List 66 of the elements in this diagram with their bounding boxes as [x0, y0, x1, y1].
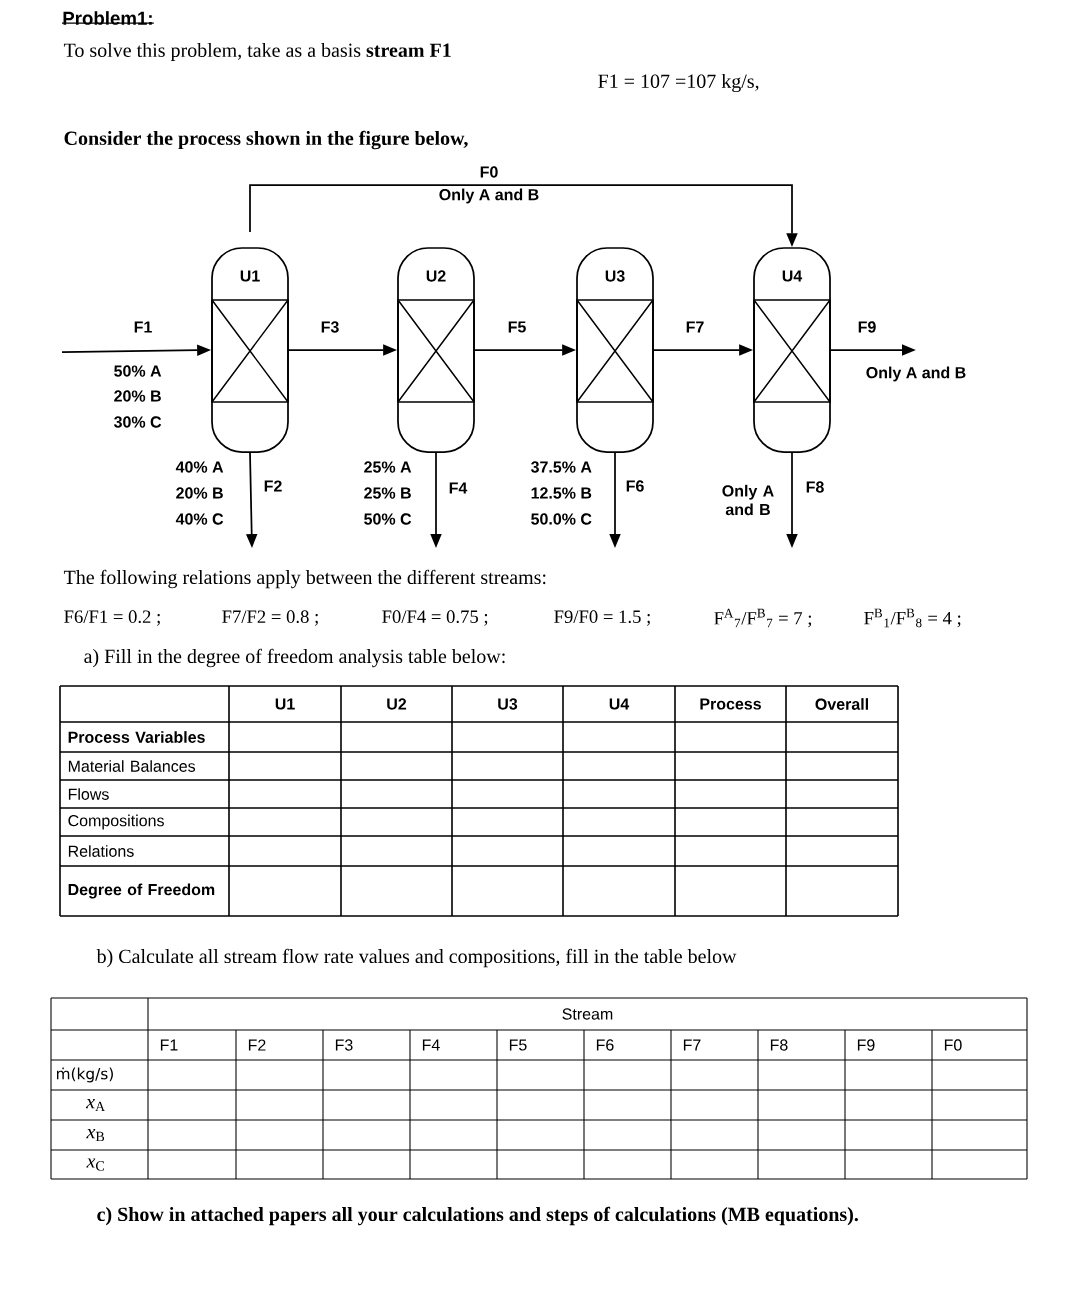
row-header: x$_{A}$ [85, 1099, 106, 1112]
column-header: U4 [609, 698, 630, 710]
stream-label: F5 [506, 320, 528, 334]
relation-formula: F$^{A}$$_{7}$/F$^{B}$$_{7}$ = 7 ; [714, 608, 812, 628]
column-header: U1 [275, 698, 295, 710]
composition-label: 12.5% B [531, 487, 592, 499]
column-header: F3 [335, 1039, 353, 1051]
column-header: F2 [248, 1039, 266, 1051]
column-header: Overall [815, 698, 868, 710]
row-header: ṁ(kg/s) [57, 1067, 113, 1083]
stream-label: F3 [319, 320, 341, 334]
column-header: F1 [160, 1039, 178, 1051]
relation-formula: F7/F2 = 0.8 ; [222, 610, 318, 626]
column-vessel: U2 [397, 247, 475, 453]
instruction-text: To solve this problem, take as a basis stream F1 [63, 42, 451, 62]
relation-formula: F$^{B}$$_{1}$/F$^{B}$$_{8}$ = 4 ; [864, 608, 961, 628]
problem-title: Problem1: [61, 11, 155, 25]
composition-label: 30% C [114, 416, 162, 428]
column-vessel: U4 [753, 247, 831, 453]
column-vessel: U1 [211, 247, 289, 453]
relation-formula: F6/F1 = 0.2 ; [64, 610, 160, 626]
stream-label: F2 [262, 479, 284, 493]
composition-label: 25% B [364, 487, 411, 499]
row-header: Compositions [68, 814, 164, 830]
row-header: x$_{B}$ [86, 1128, 105, 1142]
stream-label: F7 [684, 320, 706, 334]
column-header: U2 [387, 698, 407, 710]
row-header: Relations [68, 845, 134, 857]
composition-label: 20% B [114, 390, 161, 402]
stream-label: F1 [132, 320, 154, 334]
column-header: F8 [770, 1039, 788, 1051]
stream-note: Only A and B [866, 366, 966, 382]
column-header: F4 [422, 1039, 440, 1051]
stream-label: F0 [478, 165, 500, 179]
row-header: Flows [68, 788, 109, 800]
stream-label: F8 [804, 480, 826, 494]
composition-label: 40% C [175, 513, 224, 525]
column-header: F5 [509, 1039, 527, 1051]
instruction-text: The following relations apply between the different streams: [63, 569, 546, 589]
question-text: c) Show in attached papers all your calculations and steps of calculations (MB equations). [97, 1206, 858, 1226]
composition-label: 20% B [176, 487, 223, 499]
column-header: F6 [596, 1039, 614, 1051]
column-header: F7 [683, 1039, 701, 1051]
column-header: U3 [498, 698, 518, 710]
question-text: b) Calculate all stream flow rate values and compositions, fill in the table below [96, 948, 737, 968]
stream-label: F6 [624, 479, 646, 493]
row-header: x$_{C}$ [86, 1158, 104, 1171]
column-header: Process [700, 698, 761, 710]
instruction-text: Consider the process shown in the figure below, [64, 130, 468, 150]
column-header: F0 [944, 1039, 962, 1051]
stream-label: F9 [856, 320, 878, 334]
question-text: a) Fill in the degree of freedom analysis table below: [84, 648, 505, 668]
row-header: Degree of Freedom [68, 883, 215, 899]
composition-label: 50% C [364, 513, 412, 525]
basis-value: F1 = 107 =107 kg/s, [598, 73, 759, 93]
composition-label: 40% A [175, 461, 224, 473]
relation-formula: F9/F0 = 1.5 ; [554, 610, 650, 626]
stream-label: F4 [447, 481, 469, 495]
column-vessel: U3 [576, 247, 654, 453]
row-header: Material Balances [68, 760, 196, 772]
column-header: Stream [562, 1008, 613, 1020]
composition-label: 50.0% C [531, 513, 592, 525]
stream-note: Only A and B [439, 188, 539, 204]
column-header: F9 [857, 1039, 875, 1051]
relation-formula: F0/F4 = 0.75 ; [382, 610, 488, 626]
row-header: Process Variables [68, 731, 205, 743]
